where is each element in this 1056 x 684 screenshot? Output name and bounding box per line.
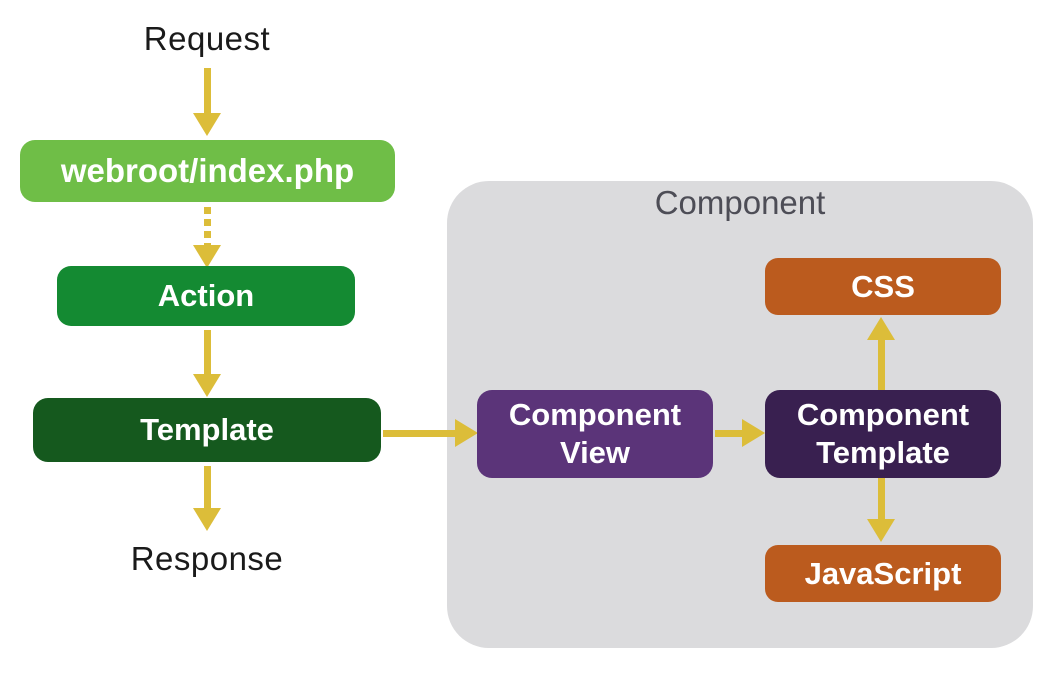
- arrow-template-to-component-view-shaft: [383, 430, 457, 437]
- node-component-view: Component View: [477, 390, 713, 478]
- node-component-template: Component Template: [765, 390, 1001, 478]
- node-component-template-label-line2: Template: [816, 435, 950, 470]
- node-template-label: Template: [140, 412, 274, 447]
- node-webroot-label: webroot/index.php: [60, 152, 355, 189]
- node-css: CSS: [765, 258, 1001, 315]
- arrow-component-view-to-template-shaft: [715, 430, 745, 437]
- arrow-action-to-template-head: [193, 374, 221, 397]
- arrow-template-to-component-view-head: [455, 419, 478, 447]
- request-label: Request: [143, 20, 271, 57]
- arrow-component-template-to-css-head: [867, 317, 895, 340]
- response-label: Response: [130, 540, 284, 577]
- node-javascript-label: JavaScript: [804, 555, 962, 591]
- node-component-view-label-line2: View: [559, 435, 631, 470]
- arrow-action-to-template-shaft: [204, 330, 211, 374]
- node-javascript: JavaScript: [765, 545, 1001, 602]
- arrow-component-template-to-javascript-shaft: [878, 478, 885, 520]
- arrow-webroot-to-action-dotted-shaft: [204, 207, 211, 247]
- arrow-webroot-to-action-head: [193, 245, 221, 268]
- node-component-template-label-line1: Component: [796, 397, 970, 432]
- node-webroot-index-php: webroot/index.php: [20, 140, 395, 202]
- node-action: Action: [57, 266, 355, 326]
- arrow-template-to-response-head: [193, 508, 221, 531]
- node-action-label: Action: [157, 278, 255, 313]
- arrow-request-to-webroot-shaft: [204, 68, 211, 114]
- node-template: Template: [33, 398, 381, 462]
- component-container-title: Component: [654, 184, 826, 221]
- arrow-component-template-to-javascript-head: [867, 519, 895, 542]
- node-css-label: CSS: [851, 268, 915, 304]
- arrow-template-to-response-shaft: [204, 466, 211, 508]
- arrow-request-to-webroot-head: [193, 113, 221, 136]
- arrow-component-view-to-template-head: [742, 419, 765, 447]
- node-component-view-label-line1: Component: [508, 397, 682, 432]
- arrow-component-template-to-css-shaft: [878, 338, 885, 390]
